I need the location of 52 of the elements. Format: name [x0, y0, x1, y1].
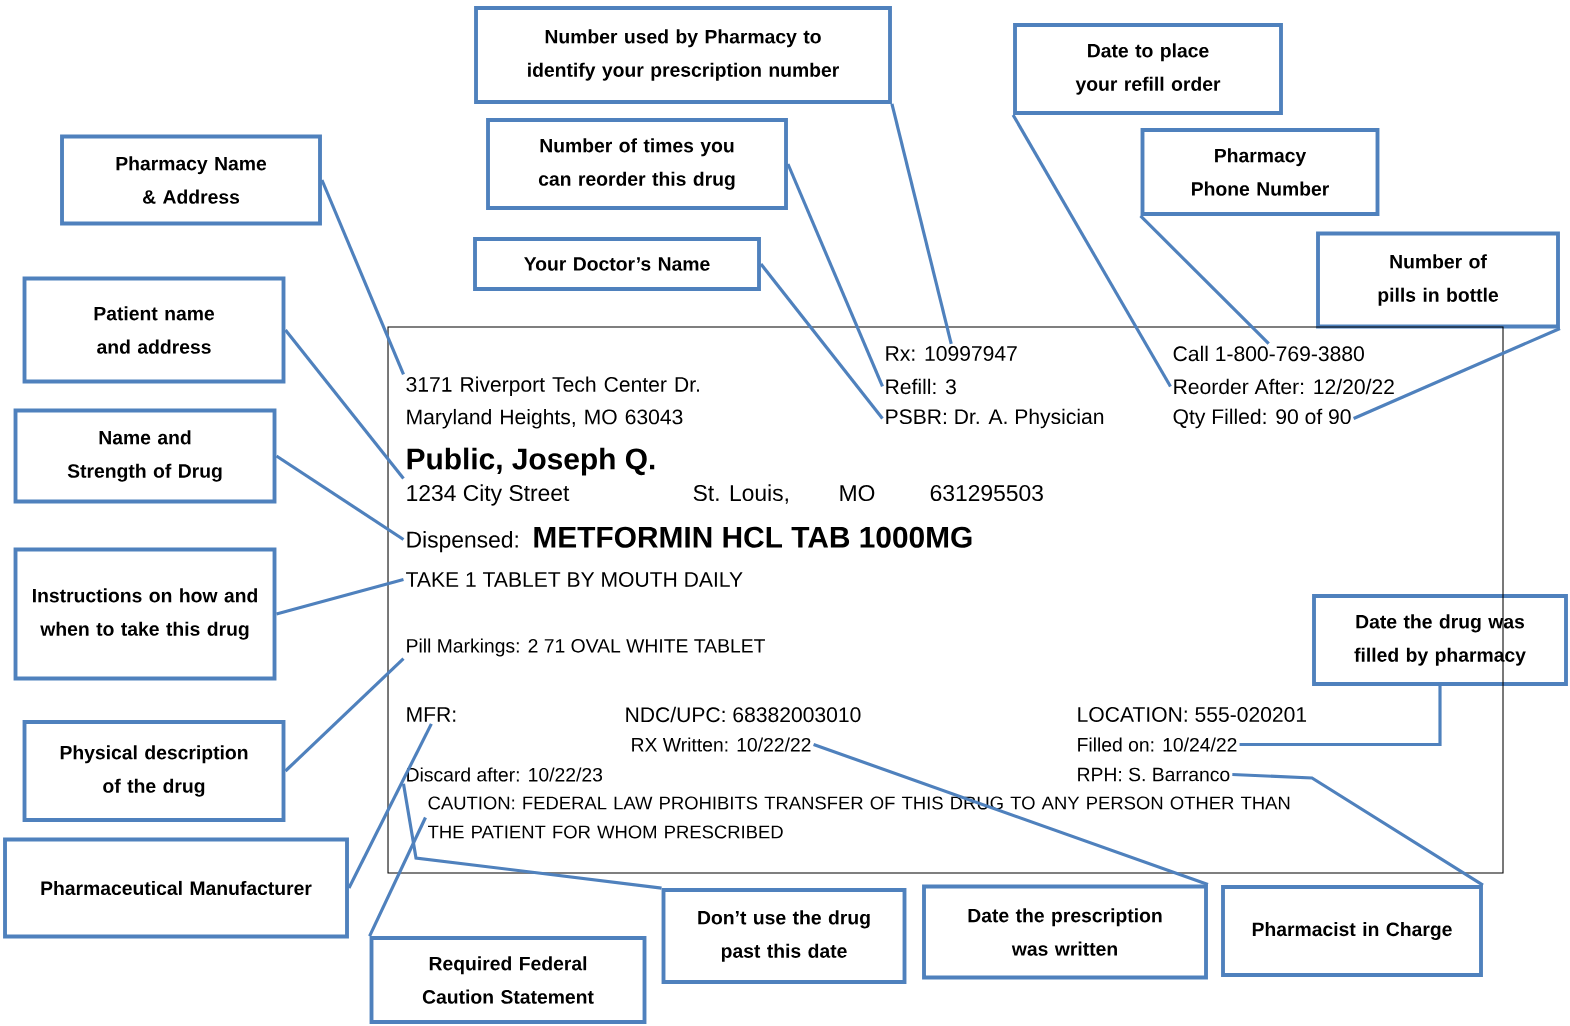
leader-line: [1139, 214, 1270, 345]
leader-line: [284, 657, 405, 773]
leader-line: [1011, 114, 1172, 388]
label-text: TAKE 1 TABLET BY MOUTH DAILY: [406, 572, 743, 587]
label-text: Pill Markings: 2 71 OVAL WHITE TABLET: [407, 638, 765, 657]
leader-line: [275, 454, 405, 541]
leader-line: [284, 329, 405, 480]
label-text: Reorder After: 12/20/22: [1174, 378, 1394, 395]
leader-line: [890, 103, 953, 345]
callout-box: Number used by Pharmacy to identify your prescription number: [474, 6, 892, 104]
leader-line: [368, 816, 427, 937]
callout-box: Date the prescription was written: [922, 884, 1208, 980]
label-text: Dispensed: METFORMIN HCL TAB 1000MG: [407, 526, 972, 553]
label-text: Filled on: 10/24/22: [1078, 737, 1237, 752]
leader-line: [276, 577, 404, 616]
callout-box: Pharmacist in Charge: [1221, 885, 1483, 977]
leader-line: [1239, 685, 1442, 747]
callout-box: Instructions on how and when to take this drug: [13, 547, 277, 681]
label-text: RX Written: 10/22/22: [632, 737, 811, 752]
label-text: Discard after: 10/22/23: [407, 767, 603, 782]
label-text: Public, Joseph Q. 1234 City Street St. Louis, MO 631295503: [407, 447, 1043, 506]
callout-box: Date the drug was filled by pharmacy: [1312, 594, 1568, 686]
leader-line: [1353, 327, 1561, 420]
label-text: MFR:: [407, 707, 456, 722]
leader-line: [347, 723, 433, 889]
callout-box: Patient name and address: [22, 276, 286, 384]
label-text: Rx: 10997947: [886, 346, 1017, 361]
callout-box: Pharmacy Phone Number: [1140, 128, 1380, 216]
label-text: Call 1-800-769-3880: [1173, 345, 1364, 362]
label-text: RPH: S. Barranco: [1078, 767, 1230, 782]
leader-line: [759, 263, 884, 420]
label-text: 3171 Riverport Tech Center Dr. Maryland Heights, MO 63043: [406, 376, 699, 429]
label-text: Refill: 3: [886, 378, 956, 395]
callout-box: Physical description of the drug: [22, 720, 286, 822]
callout-box: Date to place your refill order: [1013, 23, 1283, 115]
leader-line: [813, 743, 1209, 887]
callout-box: Don’t use the drug past this date: [661, 888, 907, 984]
callout-box: Required Federal Caution Statement: [369, 936, 647, 1024]
callout-box: Pharmacy Name & Address: [60, 134, 322, 226]
leader-line: [320, 179, 405, 375]
label-text: NDC/UPC: 68382003010: [626, 706, 861, 723]
callout-box: Your Doctor’s Name: [473, 237, 761, 291]
label-text: PSBR: Dr. A. Physician: [886, 408, 1104, 429]
callout-box: Number of times you can reorder this drug: [486, 118, 788, 210]
leader-line: [1232, 772, 1484, 887]
callout-box: Pharmaceutical Manufacturer: [3, 837, 349, 939]
label-text: Qty Filled: 90 of 90: [1173, 408, 1351, 429]
leader-line: [401, 783, 662, 890]
callout-box: Name and Strength of Drug: [13, 408, 277, 504]
callout-box: Number of pills in bottle: [1316, 231, 1560, 329]
label-text: LOCATION: 555-020201: [1078, 707, 1307, 722]
leader-line: [786, 163, 884, 388]
